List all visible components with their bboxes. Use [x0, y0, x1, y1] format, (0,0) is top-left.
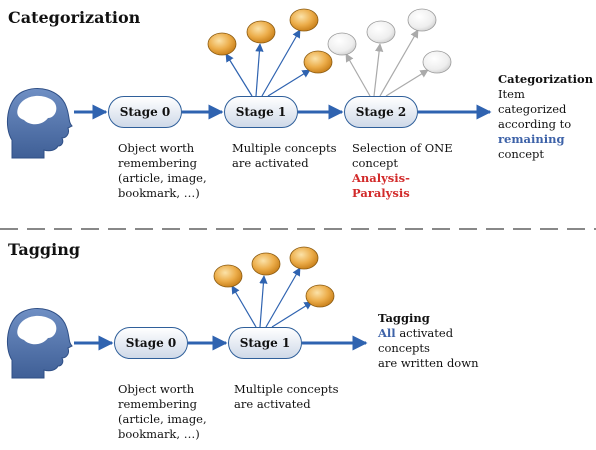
- tag-stage0-caption: Object worth remembering (article, image…: [118, 382, 207, 441]
- concept-bubble: [213, 264, 243, 288]
- concept-bubble: [289, 246, 319, 270]
- concept-bubble: [251, 252, 281, 276]
- inactive-concept-bubble: [327, 32, 357, 56]
- cat-stage2-caption: Selection of ONE concept Analysis- Paral…: [352, 141, 453, 200]
- head-icon: [6, 88, 73, 159]
- tagging-title: Tagging: [8, 240, 81, 259]
- inactive-concept-bubble: [422, 50, 452, 74]
- concept-bubble: [303, 50, 333, 74]
- cat-stage1-caption: Multiple concepts are activated: [232, 141, 337, 170]
- inactive-concept-arrow: [345, 53, 371, 97]
- tag-stage-1: Stage 1: [228, 327, 302, 359]
- head-icon: [6, 308, 73, 379]
- concept-arrow: [231, 285, 257, 328]
- concept-bubble: [289, 8, 319, 32]
- cat-stage-0: Stage 0: [108, 96, 182, 128]
- analysis-paralysis-label: Analysis-: [352, 171, 410, 185]
- inactive-concept-arrow: [379, 29, 419, 97]
- cat-stage0-caption: Object worth remembering (article, image…: [118, 141, 207, 200]
- inactive-concept-bubble: [366, 20, 396, 44]
- concept-bubble: [207, 32, 237, 56]
- concept-arrow: [259, 275, 268, 328]
- inactive-concept-arrow: [385, 69, 429, 97]
- tag-stage-0: Stage 0: [114, 327, 188, 359]
- concept-arrow: [271, 301, 313, 328]
- concept-arrow: [267, 69, 311, 97]
- categorization-result: Categorization Item categorized accordin…: [498, 72, 596, 162]
- concept-arrow: [255, 43, 264, 97]
- concept-arrow: [261, 29, 301, 97]
- remaining-highlight: remaining: [498, 132, 565, 146]
- concept-bubble: [246, 20, 276, 44]
- cat-stage-1: Stage 1: [224, 96, 298, 128]
- cat-stage-2: Stage 2: [344, 96, 418, 128]
- inactive-concept-bubble: [407, 8, 437, 32]
- concept-arrow: [225, 53, 253, 97]
- categorization-title: Categorization: [8, 8, 141, 27]
- concept-arrow: [265, 267, 301, 328]
- concept-bubble: [305, 284, 335, 308]
- tagging-result: Tagging All activated concepts are writt…: [378, 311, 479, 370]
- tag-stage1-caption: Multiple concepts are activated: [234, 382, 339, 411]
- all-highlight: All: [378, 326, 396, 340]
- inactive-concept-arrow: [373, 43, 384, 97]
